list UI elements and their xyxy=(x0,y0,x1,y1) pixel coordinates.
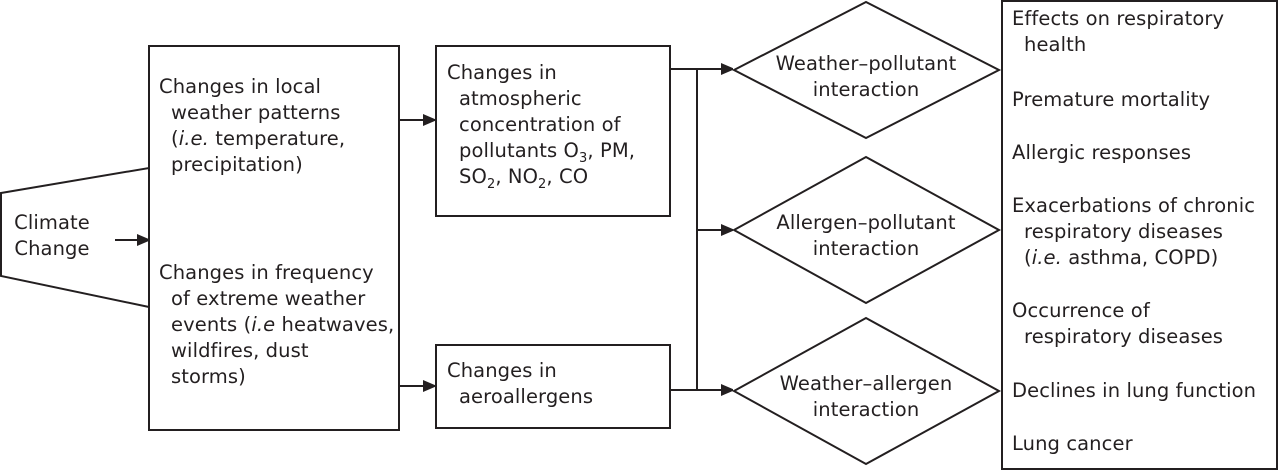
pollutants-co: , CO xyxy=(546,165,589,188)
pollutants-line-1: Changes in xyxy=(447,61,557,84)
aeroallergens-line-1: Changes in xyxy=(447,359,557,382)
outcome-line: Premature mortality xyxy=(1012,88,1211,111)
weather-patterns-line-3: (i.e. temperature, xyxy=(171,127,346,150)
weather-pollutant-line-1: Weather–pollutant xyxy=(775,52,957,75)
aeroallergens-text: Changes in aeroallergens xyxy=(447,358,593,410)
weather-allergen-diamond xyxy=(731,316,1002,466)
extreme-events-line-5: storms) xyxy=(171,365,246,388)
pollutants-text: Changes in atmospheric concentration of … xyxy=(447,60,636,192)
climate-change-label: Climate Change xyxy=(8,210,96,262)
outcome-line: respiratory diseases xyxy=(1024,220,1224,243)
subscript-2b: 2 xyxy=(538,177,547,192)
allergen-pollutant-label: Allergen–pollutant interaction xyxy=(756,210,976,262)
allergen-pollutant-diamond xyxy=(731,155,1002,305)
pollutants-line-4: pollutants O3, PM, xyxy=(447,138,636,166)
climate-change-line-2: Change xyxy=(14,237,90,260)
weather-pollutant-line-2: interaction xyxy=(812,78,920,101)
outcome-lung-function: Declines in lung function xyxy=(1012,378,1256,404)
outcomes-box xyxy=(1001,0,1278,470)
extreme-events-line-2: of extreme weather xyxy=(171,287,366,310)
pollutants-line-2: atmospheric xyxy=(459,87,582,110)
extreme-events-line-1: Changes in frequency xyxy=(159,261,374,284)
weather-allergen-label: Weather–allergen interaction xyxy=(756,371,976,423)
extreme-events-text: Changes in frequency of extreme weather … xyxy=(159,260,394,390)
subscript-2a: 2 xyxy=(486,177,496,192)
weather-allergen-line-1: Weather–allergen xyxy=(779,372,953,395)
italic-ie: i.e. xyxy=(1031,246,1062,269)
outcome-respiratory-health: Effects on respiratory health xyxy=(1012,6,1224,58)
pollutants-line-5: SO2, NO2, CO xyxy=(447,164,635,192)
outcome-line: Exacerbations of chronic xyxy=(1012,194,1256,217)
extreme-events-line-3: events (i.e heatwaves, xyxy=(171,313,395,336)
weather-patterns-text: Changes in local weather patterns (i.e. … xyxy=(159,74,345,178)
pollutants-line-3: concentration of xyxy=(459,113,621,136)
outcome-line: health xyxy=(1024,33,1087,56)
aeroallergens-box xyxy=(435,344,671,429)
outcome-premature-mortality: Premature mortality xyxy=(1012,87,1210,113)
outcome-line-ie: (i.e. asthma, COPD) xyxy=(1024,246,1219,269)
outcome-occurrence: Occurrence of respiratory diseases xyxy=(1012,298,1223,350)
weather-patterns-line-4: precipitation) xyxy=(171,153,303,176)
outcome-exacerbations: Exacerbations of chronic respiratory dis… xyxy=(1012,193,1255,271)
weather-allergen-line-2: interaction xyxy=(812,398,920,421)
pollutants-pm: , PM, xyxy=(587,139,636,162)
weather-pollutant-label: Weather–pollutant interaction xyxy=(756,51,976,103)
drivers-box xyxy=(148,45,400,431)
outcome-line: Effects on respiratory xyxy=(1012,7,1225,30)
italic-ie-nodot: i.e xyxy=(251,313,276,336)
italic-ie: i.e. xyxy=(178,127,209,150)
outcome-line: respiratory diseases xyxy=(1024,325,1224,348)
extreme-events-line-4: wildfires, dust xyxy=(171,339,309,362)
aeroallergens-line-2: aeroallergens xyxy=(459,385,594,408)
outcome-line: Declines in lung function xyxy=(1012,379,1257,402)
pollutants-box xyxy=(435,45,671,217)
outcome-line: Lung cancer xyxy=(1012,432,1133,455)
subscript-3: 3 xyxy=(579,151,588,166)
outcome-line: Allergic responses xyxy=(1012,141,1192,164)
weather-patterns-line-2: weather patterns xyxy=(171,101,341,124)
pollutants-no: , NO xyxy=(495,165,539,188)
outcome-line: Occurrence of xyxy=(1012,299,1150,322)
outcome-lung-cancer: Lung cancer xyxy=(1012,431,1133,457)
allergen-pollutant-line-2: interaction xyxy=(812,237,920,260)
weather-pollutant-diamond xyxy=(731,0,1002,140)
pollutants-o: pollutants O xyxy=(459,139,580,162)
pollutants-so: SO xyxy=(459,165,487,188)
climate-change-line-1: Climate xyxy=(14,211,90,234)
weather-patterns-line-1: Changes in local xyxy=(159,75,322,98)
allergen-pollutant-line-1: Allergen–pollutant xyxy=(776,211,956,234)
outcome-allergic-responses: Allergic responses xyxy=(1012,140,1191,166)
